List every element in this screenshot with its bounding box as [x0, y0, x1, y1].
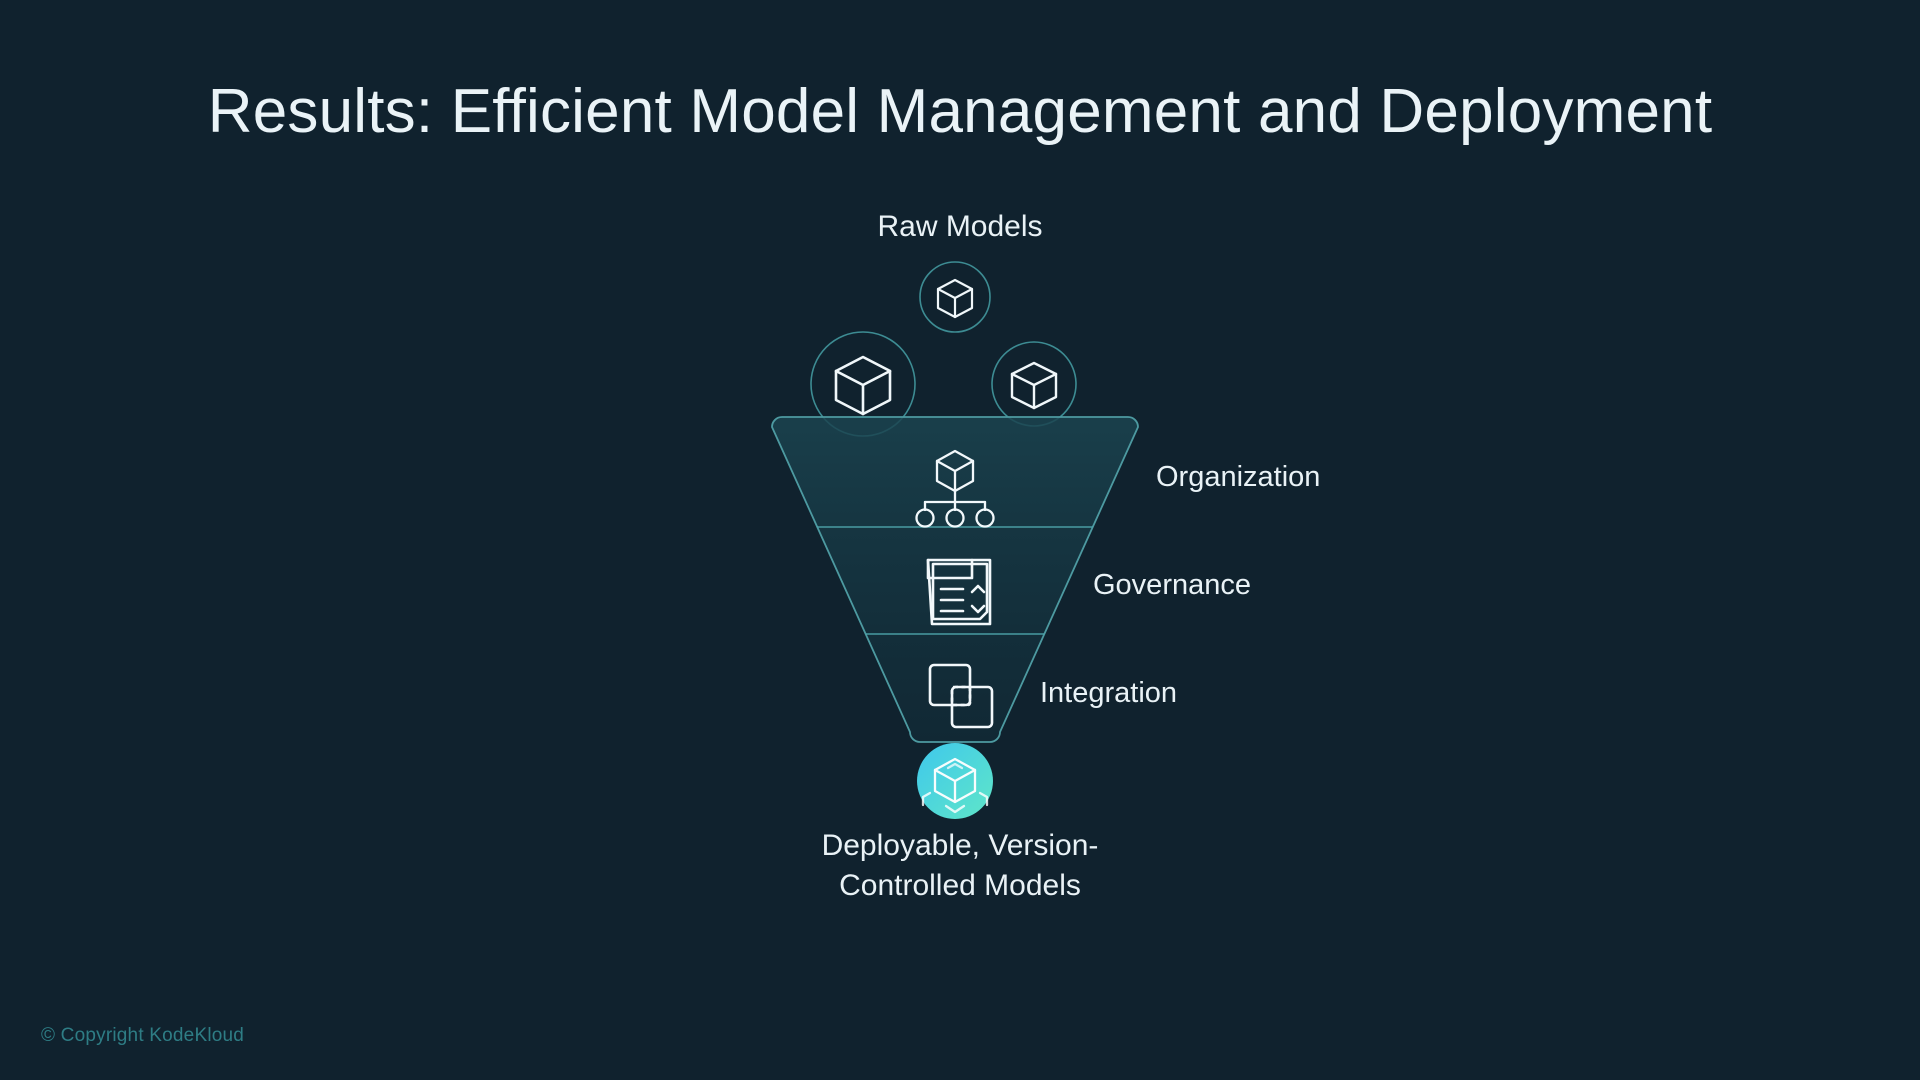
- raw-model-node-right: [991, 341, 1077, 427]
- raw-model-node-top: [919, 261, 991, 333]
- stage-label-organization: Organization: [1156, 461, 1321, 493]
- stage-label-governance: Governance: [1093, 569, 1251, 601]
- outcome-label-line2: Controlled Models: [839, 868, 1081, 902]
- outcome-label: Deployable, Version- Controlled Models: [0, 826, 1920, 906]
- page-title: Results: Efficient Model Management and …: [207, 77, 1713, 146]
- raw-models-label: Raw Models: [877, 210, 1043, 243]
- document-checklist-icon: [926, 558, 992, 626]
- deploy-output-node: [917, 743, 993, 819]
- outcome-label-line1: Deployable, Version-: [821, 829, 1099, 862]
- overlapping-squares-icon: [928, 663, 994, 729]
- hierarchy-cube-icon: [915, 449, 995, 528]
- deploy-cube-icon: [921, 757, 989, 814]
- stage-label-integration: Integration: [1040, 677, 1178, 709]
- copyright-footer: © Copyright KodeKloud: [41, 1025, 245, 1046]
